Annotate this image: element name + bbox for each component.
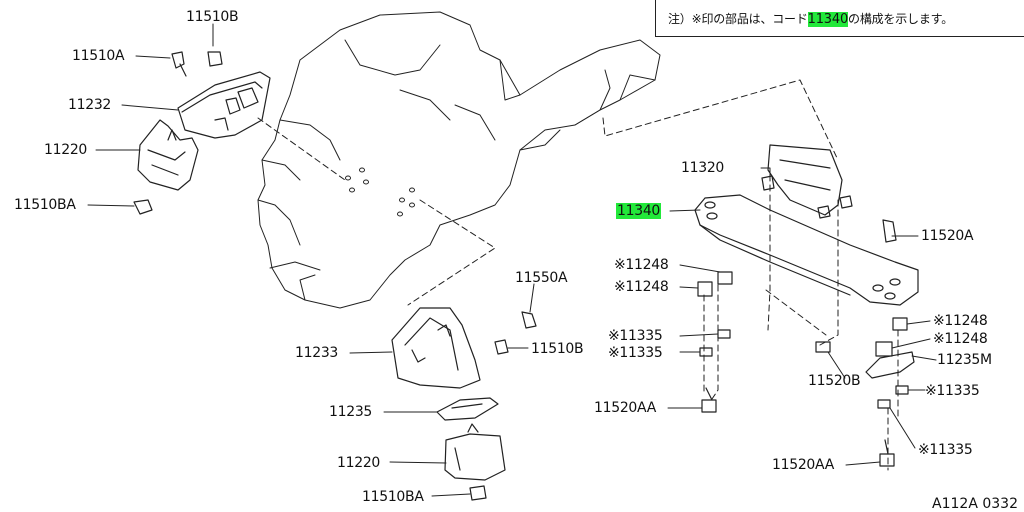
label-11520AA-right[interactable]: 11520AA <box>772 457 834 473</box>
label-11550A[interactable]: 11550A <box>515 270 568 286</box>
label-11320[interactable]: 11320 <box>681 160 725 176</box>
rear-mount-insulator <box>761 144 853 219</box>
label-11510BA-top[interactable]: 11510BA <box>14 197 76 213</box>
left-engine-mount-insulator <box>137 119 199 191</box>
label-11510B-top[interactable]: 11510B <box>186 9 239 25</box>
label-11340[interactable]: 11340 <box>616 203 662 219</box>
left-bolts <box>133 51 223 215</box>
label-11520AA-left[interactable]: 11520AA <box>594 400 656 416</box>
crossmember-bushings-and-bolts <box>697 219 915 467</box>
note-text: 注）※印の部品は、コード11340の構成を示します。 <box>668 10 953 27</box>
label-11248-c[interactable]: ※11248 <box>933 313 988 329</box>
engine-outline <box>257 11 661 309</box>
center-heat-shield <box>436 397 499 421</box>
left-engine-mount-bracket <box>177 71 271 139</box>
note-code[interactable]: 11340 <box>807 12 849 27</box>
label-11248-d[interactable]: ※11248 <box>933 331 988 347</box>
label-11248-b[interactable]: ※11248 <box>614 279 669 295</box>
note-suffix: の構成を示します。 <box>848 12 954 26</box>
transmission-crossmember <box>694 194 919 306</box>
label-11510BA-bottom[interactable]: 11510BA <box>362 489 424 505</box>
note-box: 注）※印の部品は、コード11340の構成を示します。 <box>655 0 1024 37</box>
label-11335-d[interactable]: ※11335 <box>918 442 973 458</box>
label-11335-a[interactable]: ※11335 <box>608 328 663 344</box>
center-engine-mount-insulator <box>444 311 537 501</box>
center-engine-mount-bracket <box>391 307 481 389</box>
label-11220-top[interactable]: 11220 <box>44 142 88 158</box>
label-11235M[interactable]: 11235M <box>937 352 992 368</box>
label-11335-b[interactable]: ※11335 <box>608 345 663 361</box>
label-11233[interactable]: 11233 <box>295 345 339 361</box>
label-11232[interactable]: 11232 <box>68 97 112 113</box>
figure-code: A112A 0332 <box>932 496 1018 512</box>
label-11235[interactable]: 11235 <box>329 404 373 420</box>
label-11510B-mid[interactable]: 11510B <box>531 341 584 357</box>
label-11335-c[interactable]: ※11335 <box>925 383 980 399</box>
label-11520B[interactable]: 11520B <box>808 373 861 389</box>
label-11520A[interactable]: 11520A <box>921 228 974 244</box>
label-11220-bottom[interactable]: 11220 <box>337 455 381 471</box>
note-prefix: 注）※印の部品は、コード <box>668 12 808 26</box>
label-11510A[interactable]: 11510A <box>72 48 125 64</box>
label-11248-a[interactable]: ※11248 <box>614 257 669 273</box>
leader-lines <box>87 23 937 497</box>
assembly-guide-lines <box>257 79 899 471</box>
